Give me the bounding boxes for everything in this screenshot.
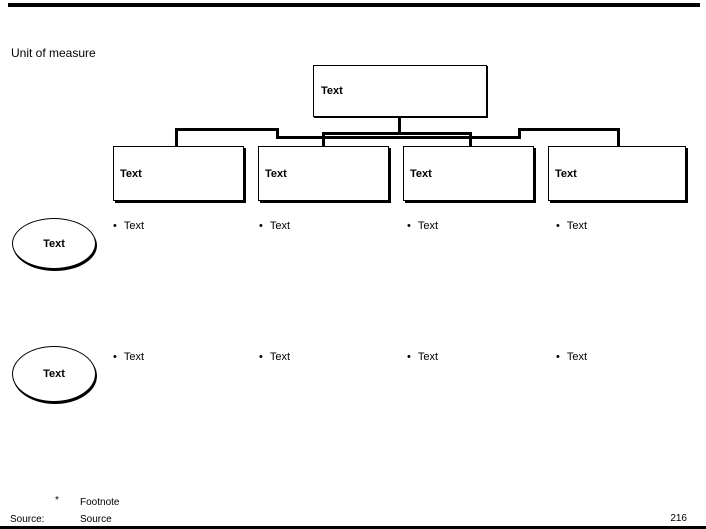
connector-inner-drop-right [469,132,472,147]
org-child-label-3: Text [410,167,432,180]
connector-outer-step-right [518,128,521,139]
org-child-label-4: Text [555,167,577,180]
bullet-text: Text [417,220,439,232]
page-number: 216 [670,513,687,524]
bullet-text: Text [566,351,588,363]
footnote-marker: * [55,495,59,506]
row-oval-1: Text [12,218,96,269]
connector-outer-drop-left [175,128,178,147]
bullet-icon: • [259,351,263,363]
bullet-item-r2c4: • Text [556,351,587,363]
row-oval-2: Text [12,346,96,402]
bullet-item-r2c3: • Text [407,351,438,363]
bullet-item-r2c1: • Text [113,351,144,363]
source-text: Source [80,514,112,525]
row-oval-label-2: Text [43,368,65,380]
connector-inner-rail [322,132,472,135]
connector-inner-drop-left [322,132,325,147]
bullet-item-r1c1: • Text [113,220,144,232]
org-child-box-1: Text [113,146,244,201]
org-root-box: Text [313,65,487,117]
source-label: Source: [10,514,45,525]
connector-outer-left-rail [175,128,279,131]
row-oval-label-1: Text [43,237,65,250]
bullet-icon: • [407,220,411,232]
bullet-icon: • [556,351,560,363]
unit-of-measure-label: Unit of measure [11,46,96,60]
connector-stem [398,116,401,135]
connector-outer-mid-rail [276,136,521,139]
bullet-icon: • [259,220,263,232]
org-root-label: Text [321,85,343,97]
bullet-icon: • [113,351,117,363]
org-child-box-2: Text [258,146,389,201]
bullet-item-r1c3: • Text [407,220,438,232]
bullet-item-r2c2: • Text [259,351,290,363]
bullet-text: Text [417,351,439,363]
bullet-icon: • [113,220,117,232]
org-child-box-4: Text [548,146,686,201]
connector-outer-drop-right [617,128,620,147]
bullet-text: Text [123,351,145,363]
bottom-rule [0,526,706,529]
connector-outer-right-rail [518,128,620,131]
bullet-text: Text [566,220,588,232]
bullet-item-r1c2: • Text [259,220,290,232]
org-child-box-3: Text [403,146,534,201]
footnote-text: Footnote [80,497,120,508]
bullet-text: Text [123,220,145,232]
bullet-icon: • [556,220,560,232]
bullet-item-r1c4: • Text [556,220,587,232]
org-child-label-1: Text [120,167,142,180]
bullet-icon: • [407,351,411,363]
org-child-label-2: Text [265,167,287,180]
bullet-text: Text [269,220,291,232]
bullet-text: Text [269,351,291,363]
connector-outer-step-left [276,128,279,139]
top-rule [8,3,700,7]
